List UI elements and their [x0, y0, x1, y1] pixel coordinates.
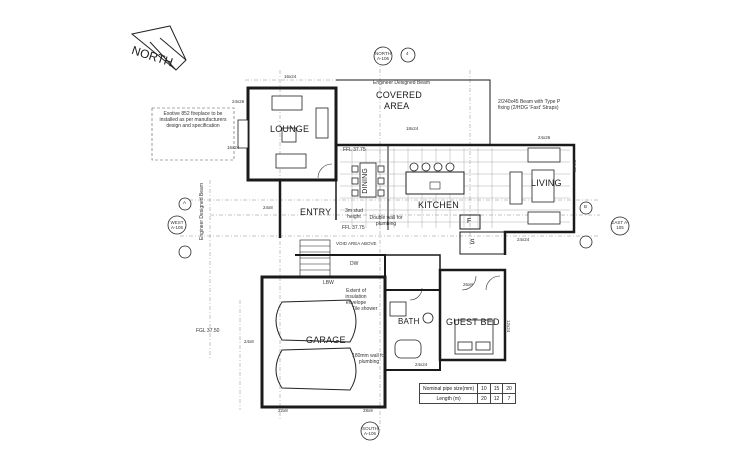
fgl-label: FGL 37.50	[196, 328, 220, 334]
north-elevation-ref: NORTH A-106	[375, 51, 391, 61]
living-furniture	[509, 147, 561, 225]
table-cell: 12	[489, 393, 504, 404]
ffl-label-2: FFL 37.75	[342, 225, 365, 231]
table-cell: 10	[477, 383, 491, 394]
section-a-marker: A	[183, 200, 187, 205]
table-row: Length (m) 20 12 7	[418, 393, 516, 404]
elevation-markers	[167, 46, 630, 441]
table-cell: 20	[477, 393, 491, 404]
east-elevation-ref: EAST A-105	[611, 220, 629, 230]
north-arrow-icon	[130, 25, 187, 71]
fridge-label: F	[467, 218, 472, 225]
room-covered-area: COVERED	[376, 90, 422, 100]
beam-left-note: Engineer Designed Beam	[199, 183, 205, 240]
grid-lines	[180, 60, 600, 430]
room-lounge: LOUNGE	[270, 124, 310, 134]
window-tag: 28x9	[363, 408, 373, 413]
table-row: Nominal pipe size(mm) 10 15 20	[418, 383, 516, 394]
window-tag: 24x26	[538, 135, 551, 140]
window-tag: 16x24	[284, 74, 297, 79]
window-tag: 16x24	[227, 145, 240, 150]
fireplace-note: Exotive 852 fireplace to be installed as…	[159, 111, 227, 129]
table-cell: Nominal pipe size(mm)	[418, 383, 479, 394]
room-lbw: LBW	[323, 280, 334, 286]
section-b-marker: B	[584, 204, 588, 209]
double-wall-note: Double wall for plumbing	[369, 215, 403, 227]
north-elevation-num: 4	[406, 51, 409, 56]
void-note: VOID AREA ABOVE	[336, 241, 377, 246]
window-tag: 24x36	[572, 160, 577, 173]
room-bath: BATH	[398, 317, 420, 326]
window-tag: 24x8	[244, 339, 254, 344]
bed-icon	[454, 319, 494, 355]
bath-fixtures	[389, 301, 434, 359]
dining-table-icon	[351, 162, 385, 198]
room-entry: ENTRY	[300, 207, 332, 217]
store-label: S	[470, 239, 475, 246]
window-tag: 26x8	[463, 282, 473, 287]
beam-top-note: Engineer Designed Beam	[373, 80, 430, 86]
window-tag: 24x8	[263, 205, 273, 210]
plumbing-180-note: 180mm wall for plumbing	[352, 353, 386, 365]
west-elevation-ref: WEST A-105	[170, 220, 184, 230]
door-swings	[317, 163, 501, 301]
room-covered-area-2: AREA	[384, 101, 410, 111]
window-tag: 24x24	[517, 237, 530, 242]
window-tag: 24x26	[232, 99, 245, 104]
south-elevation-ref: SOUTH A-106	[362, 426, 378, 436]
tile-shower-note: Tile shower	[352, 306, 378, 312]
room-garage: GARAGE	[306, 335, 346, 345]
table-cell: 20	[502, 383, 516, 394]
table-cell: 15	[489, 383, 504, 394]
fireplace-note-box	[151, 107, 235, 161]
dw-label: DW	[350, 261, 359, 267]
window-tag: 12x24	[506, 320, 511, 333]
table-cell: 7	[502, 393, 516, 404]
room-dining: DINING	[362, 168, 369, 194]
window-tag: 24x24	[415, 362, 428, 367]
ffl-label-1: FFL 37.75	[343, 147, 366, 153]
window-tag: 18x24	[406, 126, 419, 131]
window-tag: 22x8	[278, 408, 288, 413]
car-icons	[275, 299, 357, 391]
insulation-note: Extent of insulation envelope	[345, 288, 367, 306]
pipe-size-table: Nominal pipe size(mm) 10 15 20 Length (m…	[418, 383, 516, 404]
bar-stool-icons	[409, 162, 455, 172]
sink-icon	[429, 181, 441, 190]
lounge-furniture	[237, 95, 329, 169]
room-living: LIVING	[531, 178, 562, 188]
stud-note: 3m stud height	[345, 208, 363, 220]
room-kitchen: KITCHEN	[418, 200, 459, 210]
beam-240-note: 2/240x45 Beam with Type P fixing (2/HDG …	[498, 99, 561, 111]
table-cell: Length (m)	[418, 393, 479, 404]
room-guest-bed: GUEST BED	[446, 317, 500, 327]
